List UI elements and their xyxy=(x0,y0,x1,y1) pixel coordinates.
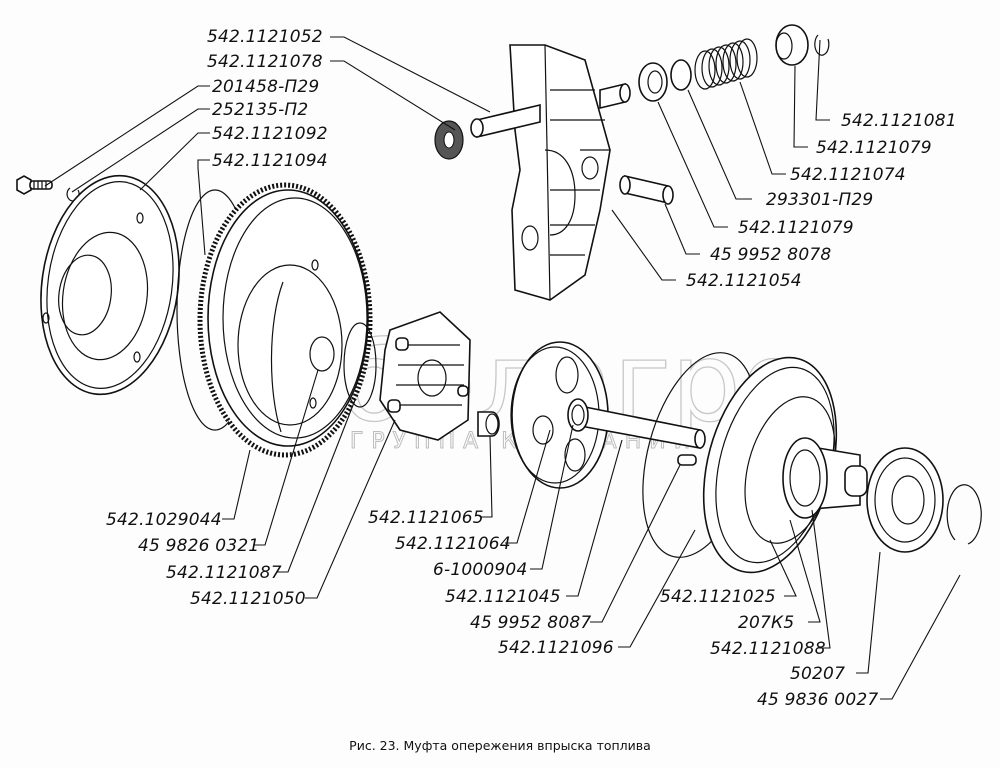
callout-542-1121065: 542.1121065 xyxy=(368,508,484,528)
pin-part xyxy=(619,174,674,205)
driven-gear-part xyxy=(197,182,373,458)
callout-201458-p29: 201458-П29 xyxy=(212,77,319,97)
callout-542-1121054: 542.1121054 xyxy=(686,271,802,291)
circlip-part xyxy=(946,484,982,545)
coupling-hub-part xyxy=(379,311,471,441)
callout-542-1121078: 542.1121078 xyxy=(207,52,323,72)
shaft-part xyxy=(567,398,706,466)
callout-542-1121096: 542.1121096 xyxy=(498,638,614,658)
axle-pin-part xyxy=(470,82,631,139)
callout-542-1121052: 542.1121052 xyxy=(207,27,323,47)
spring-seat-washer-part xyxy=(638,62,668,102)
callout-45-9952-8087: 45 9952 8087 xyxy=(470,613,591,633)
leader-lines xyxy=(44,36,961,700)
housing-part xyxy=(702,356,868,574)
callout-542-1121025: 542.1121025 xyxy=(660,587,776,607)
flyweight-part xyxy=(509,44,611,301)
callout-252135-p2: 252135-П2 xyxy=(212,100,308,120)
cover-flange-part xyxy=(40,174,180,396)
callout-45-9952-8078: 45 9952 8078 xyxy=(710,245,831,265)
callout-542-1121094: 542.1121094 xyxy=(212,151,328,171)
callout-542-1121087: 542.1121087 xyxy=(166,563,282,583)
callout-542-1029044: 542.1029044 xyxy=(106,510,222,530)
callout-542-1121088: 542.1121088 xyxy=(710,639,826,659)
callout-542-1121050: 542.1121050 xyxy=(190,589,306,609)
callout-45-9836-0027: 45 9836 0027 xyxy=(757,690,878,710)
callout-542-1121064: 542.1121064 xyxy=(395,534,511,554)
callout-6-1000904: 6-1000904 xyxy=(433,560,527,580)
figure-caption: Рис. 23. Муфта опережения впрыска топлив… xyxy=(349,738,651,753)
callout-207k5: 207К5 xyxy=(738,613,794,633)
callout-542-1121079-upper: 542.1121079 xyxy=(816,138,932,158)
callout-542-1121081: 542.1121081 xyxy=(841,111,957,131)
callout-542-1121045: 542.1121045 xyxy=(445,587,561,607)
retaining-ring-part xyxy=(343,322,377,408)
bolt-part xyxy=(16,175,53,195)
spacer-bush-part xyxy=(477,411,500,437)
callout-50207: 50207 xyxy=(790,664,845,684)
spring-cup-part xyxy=(775,24,809,66)
callout-labels: 542.1121052 542.1121078 201458-П29 25213… xyxy=(106,27,957,710)
callout-542-1121074: 542.1121074 xyxy=(790,165,906,185)
callout-542-1121092: 542.1121092 xyxy=(212,124,328,144)
callout-542-1121079-lower: 542.1121079 xyxy=(738,218,854,238)
c-clip-part xyxy=(814,34,830,56)
spring-part xyxy=(694,38,758,90)
shim-washer-part xyxy=(670,59,692,91)
callout-293301-p29: 293301-П29 xyxy=(766,190,873,210)
callout-45-9826-0321: 45 9826 0321 xyxy=(138,536,259,556)
ball-bearing-part xyxy=(866,447,944,553)
